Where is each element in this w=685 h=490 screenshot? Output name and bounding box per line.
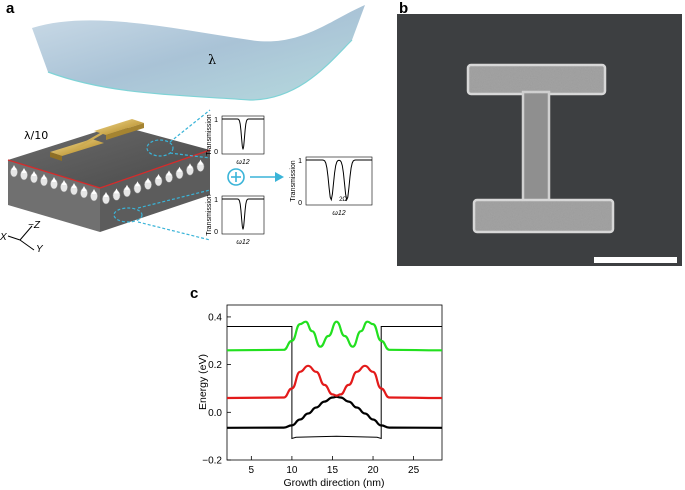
- inset-curve: [222, 118, 264, 150]
- combine-operator: [227, 168, 284, 186]
- x-tick-label: 20: [367, 465, 379, 476]
- inset-tick-top: 1: [214, 117, 218, 124]
- spin-arrow: [80, 186, 88, 199]
- axis-y-label: Y: [36, 244, 44, 255]
- scale-bar: [594, 257, 677, 263]
- spin-arrow: [50, 177, 58, 190]
- spin-arrow: [123, 184, 131, 198]
- inset-xlabel: ω12: [236, 239, 249, 246]
- series-black: [226, 395, 443, 429]
- inset-ylabel: Transmission: [206, 114, 213, 155]
- sem-image-drawing: [397, 14, 682, 266]
- i-antenna-shape: [466, 63, 615, 234]
- inset-frame: [221, 195, 265, 235]
- series-green: [226, 320, 443, 352]
- energy-chart: 5 10 15 20 25 −0.2 0.0 0.2 0.4 Growth direction …: [197, 304, 443, 489]
- panel-b-label: b: [399, 0, 409, 17]
- inset-tick-bottom: 0: [298, 200, 302, 207]
- wave-sheet: [32, 5, 365, 100]
- chart-lines: [226, 320, 443, 440]
- panel-a-label: a: [6, 0, 15, 17]
- spin-arrow: [10, 165, 18, 178]
- potential-profile: [227, 326, 442, 440]
- axis-x-label: X: [0, 232, 7, 243]
- spin-arrows: [10, 159, 205, 205]
- inset-ylabel: Transmission: [290, 160, 297, 201]
- y-tick-label: 0.4: [208, 312, 222, 323]
- y-tick-label: −0.2: [202, 456, 222, 467]
- spin-arrow: [133, 181, 142, 194]
- wavelength-label: λ: [208, 53, 216, 68]
- size-label: λ/10: [24, 129, 48, 142]
- inset-frame: [221, 115, 265, 155]
- inset-xlabel: ω12: [236, 159, 249, 166]
- gold-antenna: [50, 119, 144, 161]
- inset-xlabel: ω12: [332, 210, 345, 217]
- coordinate-axes: X −Z Y: [0, 220, 44, 255]
- spin-arrow: [144, 177, 152, 190]
- spin-arrow: [30, 171, 38, 184]
- x-tick-label: 25: [408, 465, 420, 476]
- spin-arrow: [175, 166, 184, 180]
- metasurface-chip: [7, 119, 211, 232]
- inset-annotation: 2Ω: [339, 197, 347, 203]
- y-tick-label: 0.0: [208, 408, 222, 419]
- inset-tick-bottom: 0: [214, 149, 218, 156]
- inset-curve: [222, 198, 264, 230]
- panel-a: λ λ/10 X −Z Y: [0, 5, 373, 255]
- spin-arrow: [112, 188, 121, 201]
- spin-arrow: [165, 170, 173, 183]
- x-tick-label: 15: [327, 465, 339, 476]
- inset-tick-top: 1: [214, 197, 218, 204]
- spin-arrow: [186, 163, 194, 176]
- x-tick-label: 5: [249, 465, 255, 476]
- chart-ticks: 5 10 15 20 25 −0.2 0.0 0.2 0.4: [202, 312, 419, 476]
- spin-arrow: [196, 159, 205, 172]
- y-tick-label: 0.2: [208, 360, 222, 371]
- spin-arrow: [20, 168, 28, 181]
- inset-ylabel: Transmission: [206, 194, 213, 235]
- spin-arrow: [154, 174, 163, 187]
- spin-arrow: [90, 189, 98, 202]
- panel-c-label: c: [190, 285, 199, 302]
- chart-plot-area: [226, 304, 443, 461]
- callout-lines: [113, 109, 211, 241]
- spin-arrow: [40, 174, 48, 187]
- sem-image: [397, 14, 682, 266]
- spin-arrow: [70, 183, 78, 196]
- chart-xlabel: Growth direction (nm): [284, 477, 385, 489]
- inset-curve: [306, 159, 372, 202]
- spin-arrow: [60, 180, 68, 193]
- axis-z-label: −Z: [28, 220, 41, 231]
- series-red: [226, 364, 443, 400]
- chart-ylabel: Energy (eV): [197, 354, 209, 410]
- inset-frame: [305, 156, 373, 206]
- inset-tick-top: 1: [298, 158, 302, 165]
- x-tick-label: 10: [286, 465, 298, 476]
- inset-tick-bottom: 0: [214, 229, 218, 236]
- spin-arrow: [102, 192, 110, 205]
